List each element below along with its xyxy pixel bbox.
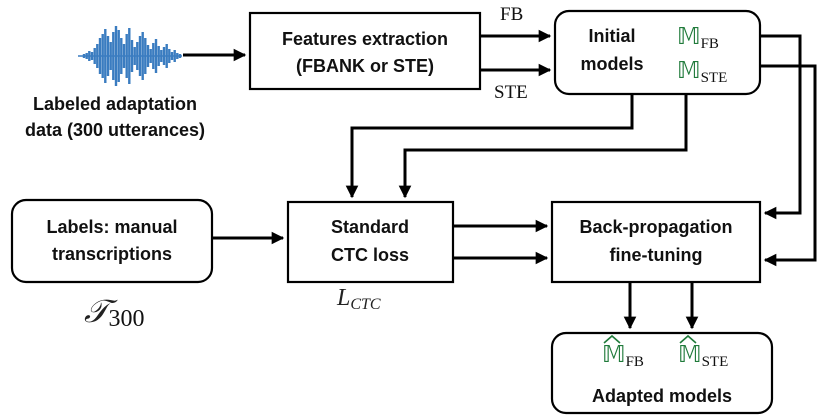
audio-waveform-icon [78, 26, 182, 86]
ctc-box-line2: CTC loss [331, 245, 409, 265]
ctc-loss-symbol: LCTC [336, 285, 381, 313]
transcription-symbol: 𝒯300 [84, 293, 145, 332]
features-extraction-line2: (FBANK or STE) [296, 56, 434, 76]
backprop-box-line1: Back-propagation [579, 217, 732, 237]
adapted-models-box: 𝕄FB 𝕄STE Adapted models [550, 331, 774, 415]
adapted-models-title: Adapted models [592, 386, 732, 406]
edge-initial-to-ctc-ste [398, 94, 688, 199]
labels-box: Labels: manual transcriptions [10, 198, 214, 284]
initial-model-ste-symbol: 𝕄STE [677, 58, 727, 86]
adapted-model-ste-symbol: 𝕄STE [678, 342, 728, 370]
fb-stream-label: FB [500, 4, 523, 25]
input-data-label-line2: data (300 utterances) [25, 120, 205, 140]
ctc-box-line1: Standard [331, 217, 409, 237]
edge-initial-ste-to-backprop [760, 64, 817, 267]
initial-models-line2: models [580, 54, 643, 74]
features-extraction-line1: Features extraction [282, 29, 448, 49]
adapted-model-fb-symbol: 𝕄FB [602, 342, 644, 370]
input-data-label-line1: Labeled adaptation [33, 94, 197, 114]
adapted-fb-hat [603, 334, 621, 344]
ctc-loss-box: Standard CTC loss [286, 200, 455, 284]
features-extraction-box: Features extraction (FBANK or STE) [248, 11, 482, 91]
edge-initial-fb-to-backprop [760, 34, 802, 220]
edge-initial-to-ctc-fb [345, 94, 634, 199]
labels-box-line1: Labels: manual [46, 217, 177, 237]
labels-box-line2: transcriptions [52, 244, 172, 264]
ste-stream-label: STE [494, 82, 528, 103]
initial-models-line1: Initial [588, 26, 635, 46]
backprop-finetuning-box: Back-propagation fine-tuning [550, 200, 762, 284]
initial-models-box: Initial models 𝕄FB 𝕄STE [553, 9, 762, 96]
adapted-ste-hat [679, 334, 697, 344]
initial-model-fb-symbol: 𝕄FB [677, 24, 719, 52]
backprop-box-line2: fine-tuning [610, 245, 703, 265]
